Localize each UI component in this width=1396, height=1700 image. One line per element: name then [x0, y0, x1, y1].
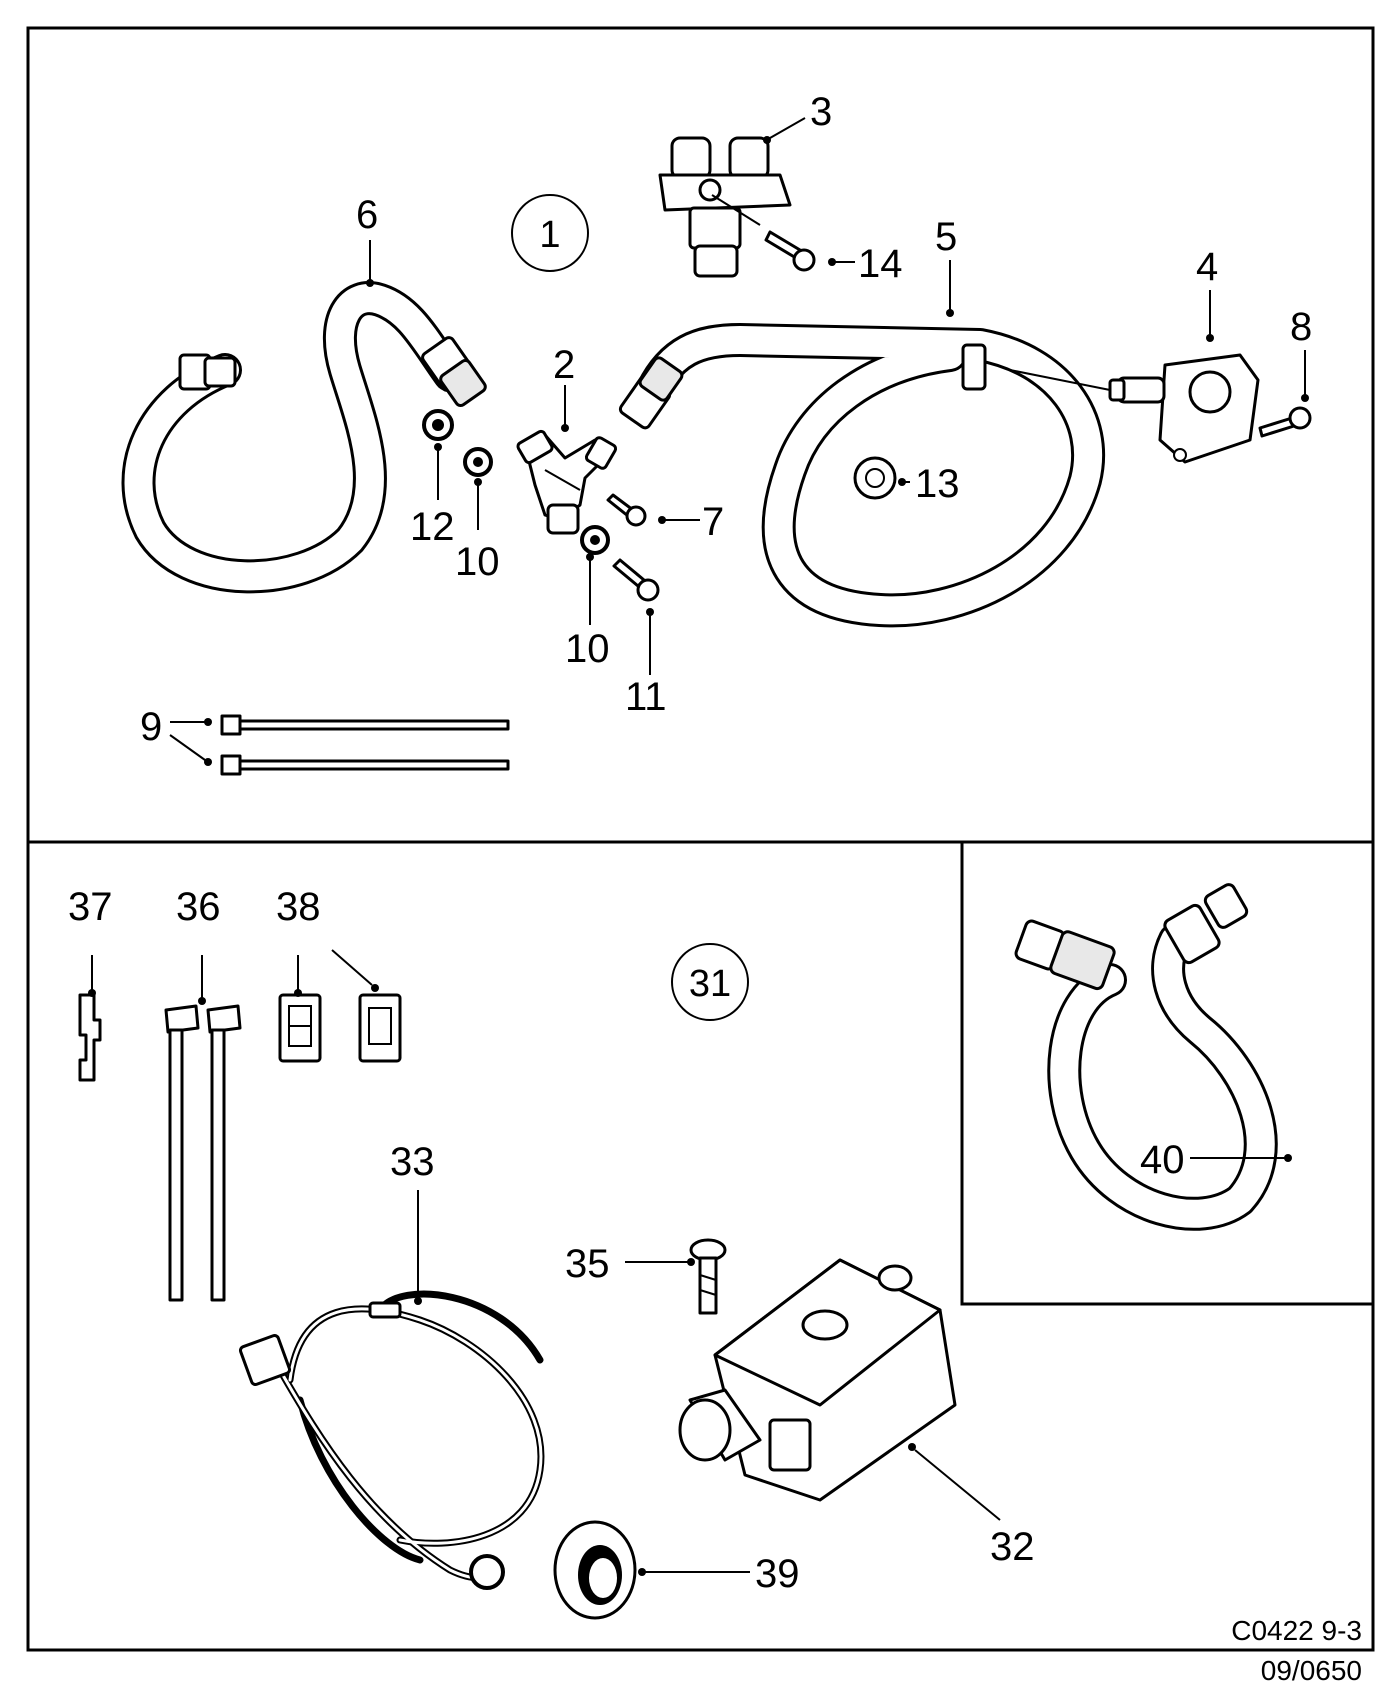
callout-14: 14 — [858, 242, 903, 286]
callout-9: 9 — [140, 705, 162, 749]
callout-3: 3 — [810, 90, 832, 134]
callout-13: 13 — [915, 462, 960, 506]
callout-7: 7 — [702, 500, 724, 544]
washer-10-b — [580, 525, 610, 555]
screw-11 — [612, 558, 660, 602]
callout-33: 33 — [390, 1140, 435, 1184]
diagram-frame — [26, 26, 1375, 1652]
diagram-code: C0422 9-3 — [1231, 1615, 1362, 1646]
callout-5: 5 — [935, 215, 957, 259]
screw-35 — [689, 1238, 727, 1315]
callout-6: 6 — [356, 193, 378, 237]
group-label-31: 31 — [671, 943, 749, 1021]
callout-2: 2 — [553, 343, 575, 387]
module-32 — [678, 1258, 957, 1502]
callout-8: 8 — [1290, 305, 1312, 349]
callout-35: 35 — [565, 1242, 610, 1286]
wiring-harness-33 — [238, 1290, 545, 1590]
terminal-38-a — [278, 993, 322, 1063]
callout-36: 36 — [176, 885, 221, 929]
washer-10-a — [463, 447, 493, 477]
callout-38: 38 — [276, 885, 321, 929]
callout-4: 4 — [1196, 245, 1218, 289]
clip-37 — [78, 993, 102, 1082]
callout-39: 39 — [755, 1552, 800, 1596]
callout-10-a: 10 — [455, 540, 500, 584]
diagram-ref: 09/0650 — [1261, 1655, 1362, 1686]
hose-5 — [618, 323, 1106, 628]
cable-ties-9 — [220, 714, 510, 776]
callout-40: 40 — [1140, 1138, 1185, 1182]
sensor-4 — [1009, 353, 1260, 464]
callout-11: 11 — [625, 675, 667, 719]
svg-text:1: 1 — [539, 214, 560, 256]
grommet-13 — [853, 456, 897, 500]
hose-40 — [1014, 883, 1278, 1231]
callout-10-b: 10 — [565, 627, 610, 671]
callout-37: 37 — [68, 885, 113, 929]
screw-8 — [1258, 406, 1312, 438]
valve-3 — [658, 136, 792, 278]
grommet-39 — [553, 1520, 637, 1620]
terminal-38-b — [358, 993, 402, 1063]
hose-6 — [121, 281, 487, 594]
screw-14 — [711, 194, 816, 272]
footer: C0422 9-3 09/0650 — [1231, 1615, 1362, 1686]
callout-32: 32 — [990, 1525, 1035, 1569]
callout-leaders — [88, 117, 1309, 1576]
group-label-1: 1 — [511, 194, 589, 272]
cable-ties-36 — [164, 1004, 242, 1302]
y-connector-2 — [516, 429, 618, 535]
screw-7 — [606, 493, 647, 527]
nut-12 — [422, 409, 454, 441]
callout-labels: 6 2 3 14 5 4 8 13 7 12 10 10 11 9 37 36 … — [68, 90, 1312, 1596]
callout-12: 12 — [410, 505, 455, 549]
svg-text:31: 31 — [689, 963, 731, 1005]
